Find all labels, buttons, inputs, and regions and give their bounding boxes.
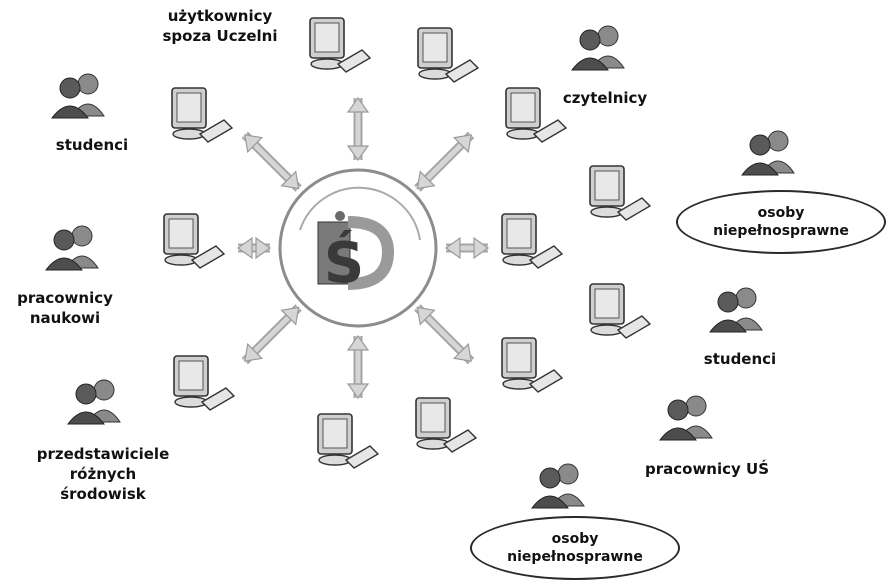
- arrow-head: [444, 236, 461, 260]
- double-arrow: [414, 131, 475, 192]
- people-icon: [741, 130, 795, 176]
- arrow-head: [244, 134, 264, 154]
- oval-osoby-niepelnosprawne-bottom: osoby niepełnosprawne: [470, 516, 680, 580]
- arrow-head: [346, 145, 370, 162]
- label-czytelnicy: czytelnicy: [550, 88, 660, 108]
- label-line: osoby: [757, 205, 805, 221]
- people-icon: [659, 395, 713, 441]
- double-arrow: [444, 236, 490, 260]
- label-przedstawiciele: przedstawiciele różnych środowisk: [28, 444, 178, 504]
- computer-icon: [501, 337, 563, 393]
- label-pracownicy-us: pracownicy UŚ: [632, 459, 782, 479]
- label-studenci-right: studenci: [690, 349, 790, 369]
- double-arrow: [346, 96, 370, 162]
- people-icon: [51, 73, 105, 119]
- arrows-group: [236, 96, 490, 400]
- double-arrow: [346, 334, 370, 400]
- label-line: użytkownicy: [167, 7, 273, 25]
- computer-icon: [589, 165, 651, 221]
- people-icon: [571, 25, 625, 71]
- arrow-head: [416, 306, 436, 326]
- oval-osoby-niepelnosprawne-right: osoby niepełnosprawne: [676, 190, 886, 254]
- label-line: pracownicy UŚ: [644, 460, 769, 478]
- logo-letter: Ś: [324, 231, 364, 296]
- computer-icon: [309, 17, 371, 73]
- arrow-head: [473, 236, 490, 260]
- label-line: osoby: [551, 531, 599, 547]
- people-icon: [45, 225, 99, 271]
- computer-icon: [417, 27, 479, 83]
- arrow-head: [255, 236, 272, 260]
- computer-icon: [173, 355, 235, 411]
- arrow-head: [416, 170, 436, 190]
- arrow-head: [280, 306, 300, 326]
- computer-icon: [589, 283, 651, 339]
- label-line: czytelnicy: [562, 89, 648, 107]
- label-studenci-left: studenci: [42, 135, 142, 155]
- computer-icon: [415, 397, 477, 453]
- arrow-head: [280, 170, 300, 190]
- label-line: różnych: [69, 465, 137, 483]
- label-pracownicy-naukowi: pracownicy naukowi: [10, 288, 120, 328]
- people-icon: [709, 287, 763, 333]
- arrow-head: [346, 383, 370, 400]
- label-line: przedstawiciele: [36, 445, 170, 463]
- arrow-head: [346, 334, 370, 351]
- arrow-head: [452, 342, 472, 362]
- center-ring-inner-arc: [299, 186, 421, 241]
- arrow-head: [236, 236, 253, 260]
- people-icon: [531, 463, 585, 509]
- university-logo: Ś: [317, 211, 395, 296]
- label-line: spoza Uczelni: [162, 27, 278, 45]
- computer-icon: [317, 413, 379, 469]
- arrow-head: [244, 342, 264, 362]
- computers-group: [163, 17, 651, 469]
- label-line: środowisk: [60, 485, 146, 503]
- center-ring: [278, 168, 438, 328]
- label-line: studenci: [55, 136, 129, 154]
- double-arrow: [236, 236, 272, 260]
- double-arrow: [241, 304, 302, 365]
- arrow-head: [452, 134, 472, 154]
- computer-icon: [171, 87, 233, 143]
- label-line: naukowi: [29, 309, 101, 327]
- computer-icon: [163, 213, 225, 269]
- label-line: niepełnosprawne: [713, 223, 849, 239]
- label-line: studenci: [703, 350, 777, 368]
- double-arrow: [414, 304, 475, 365]
- arrow-head: [346, 96, 370, 113]
- computer-icon: [501, 213, 563, 269]
- label-line: pracownicy: [17, 289, 113, 307]
- label-line: niepełnosprawne: [507, 549, 643, 565]
- label-uzytkownicy-spoza-uczelni: użytkownicy spoza Uczelni: [150, 6, 290, 46]
- people-icon: [67, 379, 121, 425]
- double-arrow: [241, 131, 302, 192]
